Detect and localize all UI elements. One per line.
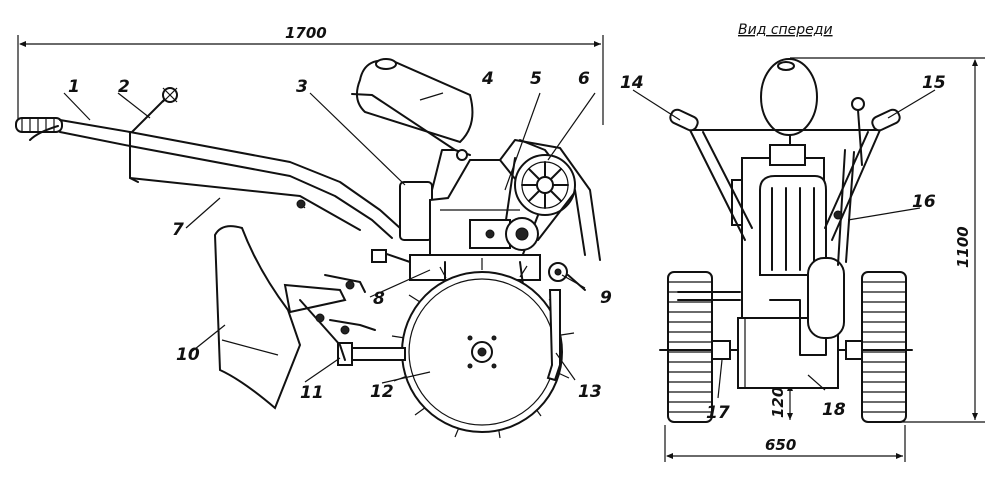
length-dimension: 1700 [17,24,604,125]
label-4: 4 [481,69,494,89]
label-2: 2 [118,77,130,97]
axle-tube [337,342,406,366]
front-engine [731,129,827,319]
frame [371,249,541,301]
front-leaders [632,89,936,399]
left-track [667,271,713,423]
label-7: 7 [172,220,184,240]
right-track [861,271,907,423]
width-value: 650 [765,436,796,454]
side-leaders [63,92,596,384]
clearance-dimension: 120 [769,384,800,420]
front-view: Вид спереди 1100 650 120 [620,22,985,462]
front-view-title: Вид спереди [738,22,833,38]
drive-pulley [514,154,576,216]
label-14: 14 [620,73,644,93]
handlebar [15,117,401,239]
label-13: 13 [578,382,602,402]
front-handlebars [669,97,901,241]
plough-hitch [283,274,376,361]
plough [213,225,302,410]
label-5: 5 [530,69,542,89]
spiked-wheel [391,258,575,439]
label-8: 8 [373,289,385,309]
label-1: 1 [68,77,80,97]
clutch-rod [833,149,855,266]
side-view: 1700 [15,24,612,439]
label-11: 11 [300,383,324,403]
length-value: 1700 [285,24,327,42]
front-fuel-tank [760,58,818,136]
label-3: 3 [296,77,308,97]
height-value: 1100 [954,226,972,268]
rear-support-leg [546,262,586,382]
throttle-lever [131,87,178,133]
driven-pulley [505,157,576,251]
label-9: 9 [600,288,612,308]
label-6: 6 [578,69,590,89]
height-dimension: 1100 [790,57,985,423]
exhaust-muffler [677,257,845,356]
fuel-tank [351,58,474,161]
label-17: 17 [706,403,730,423]
width-dimension: 650 [664,425,906,462]
label-12: 12 [370,382,394,402]
label-18: 18 [822,400,846,420]
label-15: 15 [922,73,946,93]
air-filter [399,149,456,241]
label-10: 10 [176,345,200,365]
clearance-value: 120 [769,387,787,418]
label-16: 16 [912,192,936,212]
